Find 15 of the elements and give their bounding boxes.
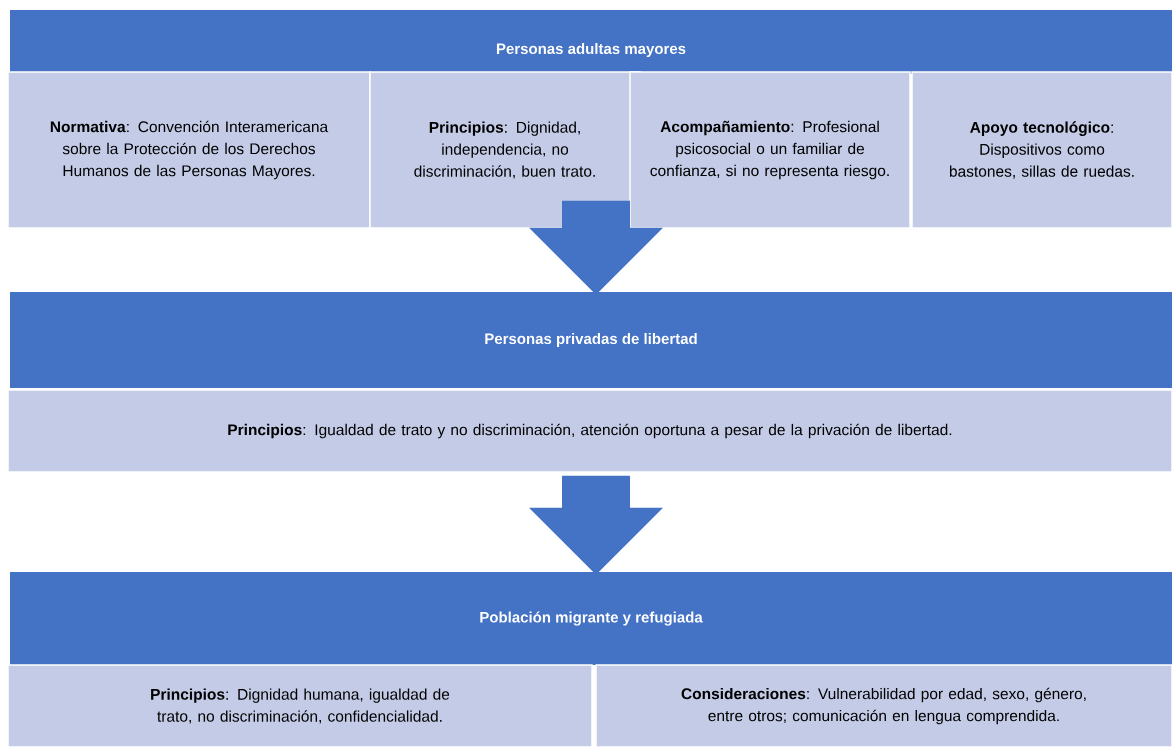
node-label: Personas adultas mayores (496, 43, 686, 57)
block-arrow (529, 475, 663, 575)
text-box: Acompañamiento: Profesional psicosocial o un familiar de confianza, si no representa riesgo. (629, 71, 911, 229)
text-box: Principios: Dignidad, independencia, no discriminación, buen trato. (369, 71, 641, 229)
header-band (10, 10, 1172, 74)
node-label: Personas privadas de libertad (485, 333, 697, 347)
text-box: Principios: Dignidad humana, igualdad de trato, no discriminación, confidencialidad. (7, 664, 593, 747)
text-box: Normativa: Convención Interamericana sobre la Protección de los Derechos Humanos de las Personas Mayores. (7, 71, 371, 229)
text-box: Apoyo tecnológico: Dispositivos como bastones, sillas de ruedas. (911, 71, 1172, 229)
text-box: Principios: Igualdad de trato y no discriminación, atención oportuna a pesar de la privación de libertad. (7, 389, 1172, 473)
text-box: Consideraciones: Vulnerabilidad por edad, sexo, género, entre otros; comunicación en lengua comprendida. (595, 664, 1172, 747)
header-band (10, 292, 1172, 388)
node-label: Población migrante y refugiada (480, 611, 703, 626)
block-arrow (529, 200, 663, 295)
header-band (10, 572, 1172, 665)
